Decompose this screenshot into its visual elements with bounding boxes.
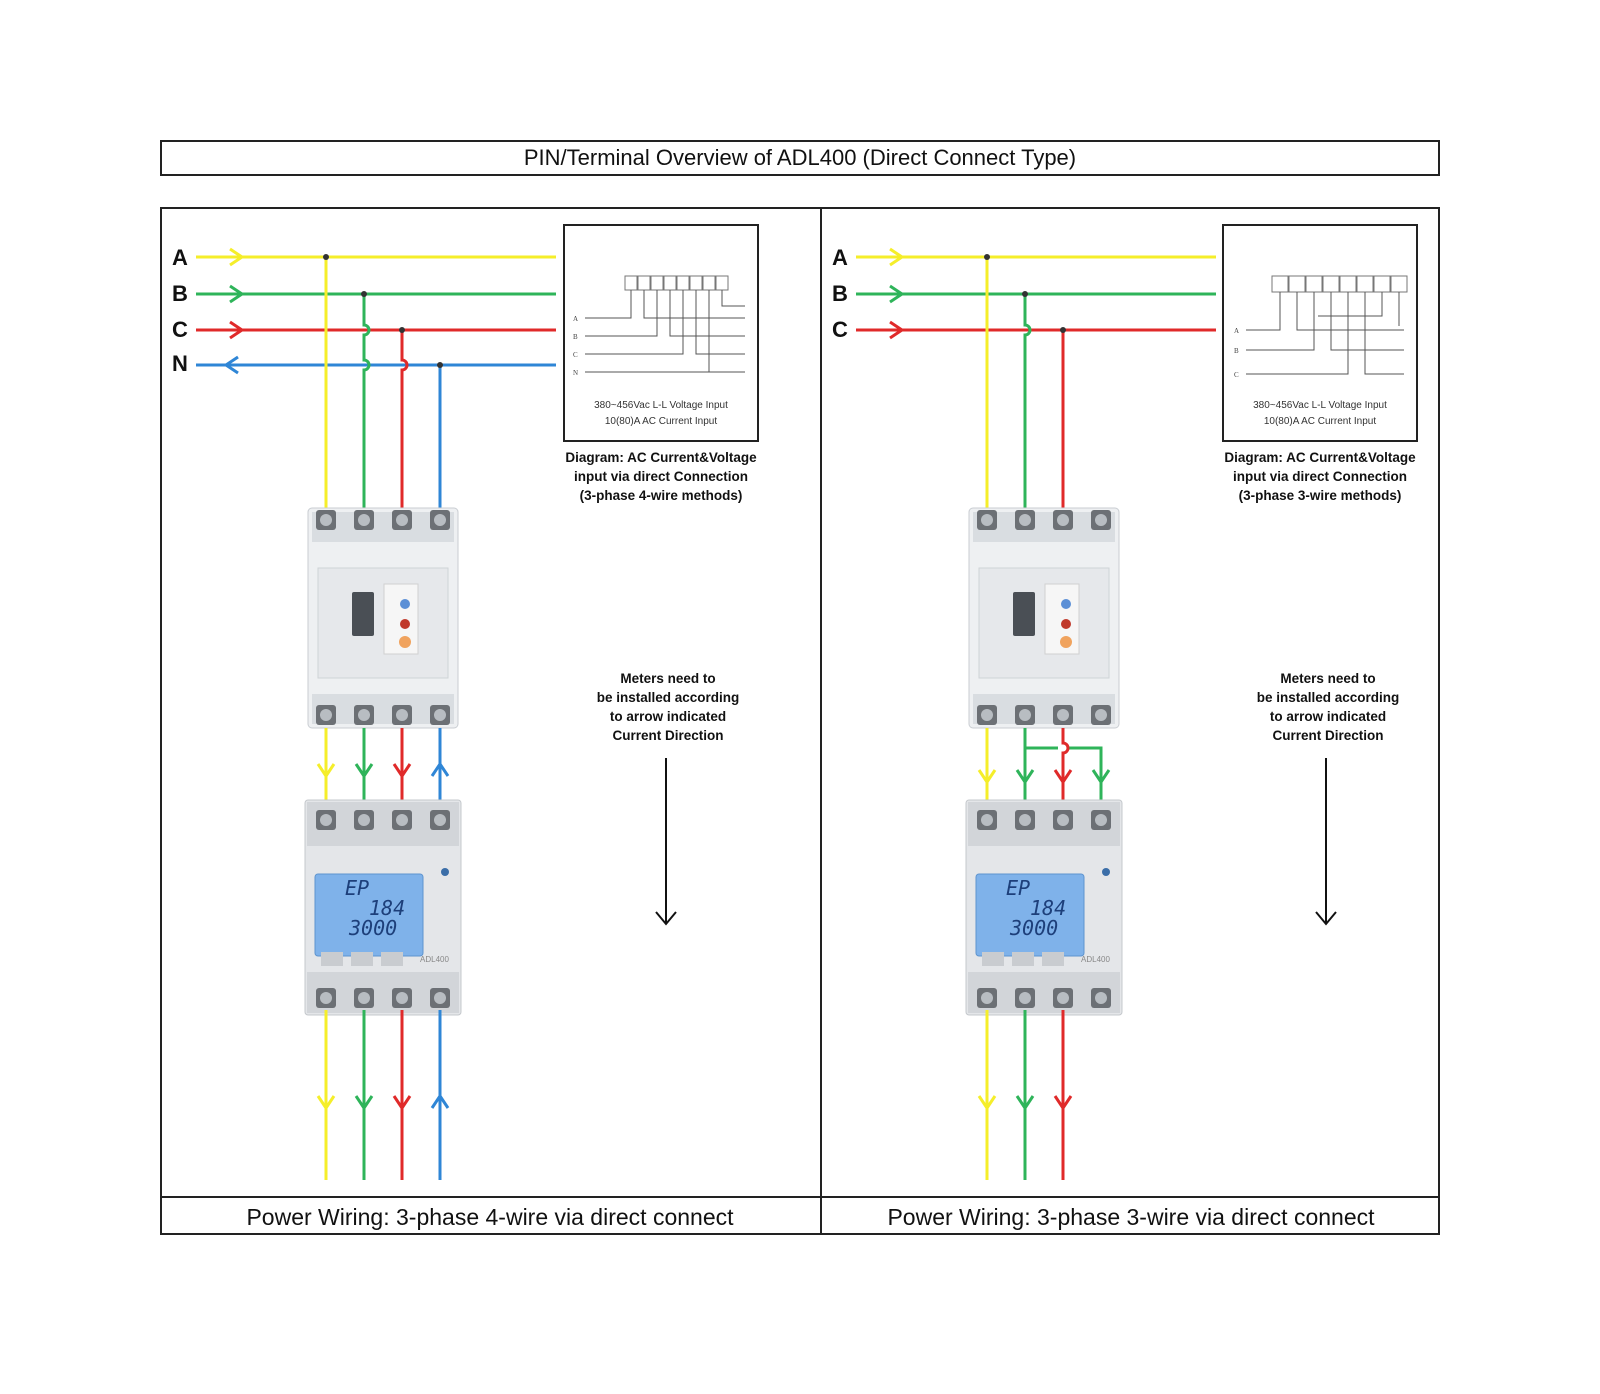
inset-row-n: N — [573, 369, 578, 377]
note-line: be installed according — [596, 690, 740, 705]
caption-left: Power Wiring: 3-phase 4-wire via direct … — [246, 1203, 734, 1230]
note-line: to arrow indicated — [1269, 709, 1387, 724]
page-title: PIN/Terminal Overview of ADL400 (Direct … — [160, 140, 1440, 176]
note-line: Current Direction — [612, 728, 724, 743]
direction-note-right: Meters need to be installed according to… — [1228, 669, 1428, 745]
diagram-caption-left: Diagram: AC Current&Voltage input via di… — [556, 448, 766, 505]
caption-divider — [160, 1196, 1440, 1198]
diagram-caption-line: (3-phase 4-wire methods) — [579, 488, 743, 503]
note-line: Meters need to — [620, 671, 716, 686]
inset-row-c: C — [573, 351, 578, 359]
inset-row-b: B — [573, 333, 578, 341]
diagram-frame — [160, 207, 1440, 1235]
phase-label-b: B — [832, 281, 848, 306]
diagram-caption-line: Diagram: AC Current&Voltage — [1224, 450, 1416, 465]
inset-row-c: C — [1234, 371, 1239, 379]
phase-label-c: C — [172, 317, 188, 342]
phase-label-a: A — [172, 245, 188, 270]
diagram-caption-line: Diagram: AC Current&Voltage — [565, 450, 757, 465]
caption-right: Power Wiring: 3-phase 3-wire via direct … — [887, 1203, 1375, 1230]
wiring-inset-right: A B C 380~456Vac L-L Voltage Input 10(80… — [1222, 224, 1418, 442]
meter-screen-line2: 184 — [1030, 896, 1066, 920]
inset-row-a: A — [573, 315, 578, 323]
phase-label-b: B — [172, 281, 188, 306]
inset-row-b: B — [1234, 347, 1239, 355]
inset-row-a: A — [1234, 327, 1239, 335]
meter-model-label: ADL400 — [420, 955, 449, 964]
inset-voltage-note: 380~456Vac L-L Voltage Input — [1253, 400, 1387, 411]
phase-label-a: A — [832, 245, 848, 270]
inset-voltage-note: 380~456Vac L-L Voltage Input — [594, 400, 728, 411]
note-line: Meters need to — [1280, 671, 1376, 686]
meter-screen-line3: 3000 — [348, 916, 397, 940]
meter-model-label: ADL400 — [1081, 955, 1110, 964]
panel-divider — [820, 207, 822, 1235]
meter-screen-line2: 184 — [369, 896, 405, 920]
phase-label-c: C — [832, 317, 848, 342]
meter-screen-line1: EP — [1006, 876, 1030, 900]
diagram-caption-line: (3-phase 3-wire methods) — [1238, 488, 1402, 503]
direction-arrow-left — [655, 758, 677, 926]
inset-schematic-left: A B C N — [573, 275, 745, 377]
inset-current-note: 10(80)A AC Current Input — [604, 416, 718, 427]
note-line: Current Direction — [1272, 728, 1384, 743]
diagram-caption-line: input via direct Connection — [1232, 469, 1407, 484]
inset-current-note: 10(80)A AC Current Input — [1263, 416, 1377, 427]
direction-note-left: Meters need to be installed according to… — [568, 669, 768, 745]
circuit-breaker-right — [968, 507, 1120, 729]
direction-arrow-right — [1315, 758, 1337, 926]
diagram-caption-line: input via direct Connection — [573, 469, 748, 484]
circuit-breaker-left — [307, 507, 459, 729]
inset-schematic-right: A B C — [1234, 275, 1408, 379]
meter-screen-line3: 3000 — [1009, 916, 1058, 940]
diagram-caption-right: Diagram: AC Current&Voltage input via di… — [1215, 448, 1425, 505]
wiring-inset-left: A B C N 380~456Vac L-L Voltage Input 10(… — [563, 224, 759, 442]
note-line: to arrow indicated — [609, 709, 727, 724]
phase-label-n: N — [172, 351, 188, 376]
meter-screen-line1: EP — [345, 876, 369, 900]
note-line: be installed according — [1256, 690, 1400, 705]
